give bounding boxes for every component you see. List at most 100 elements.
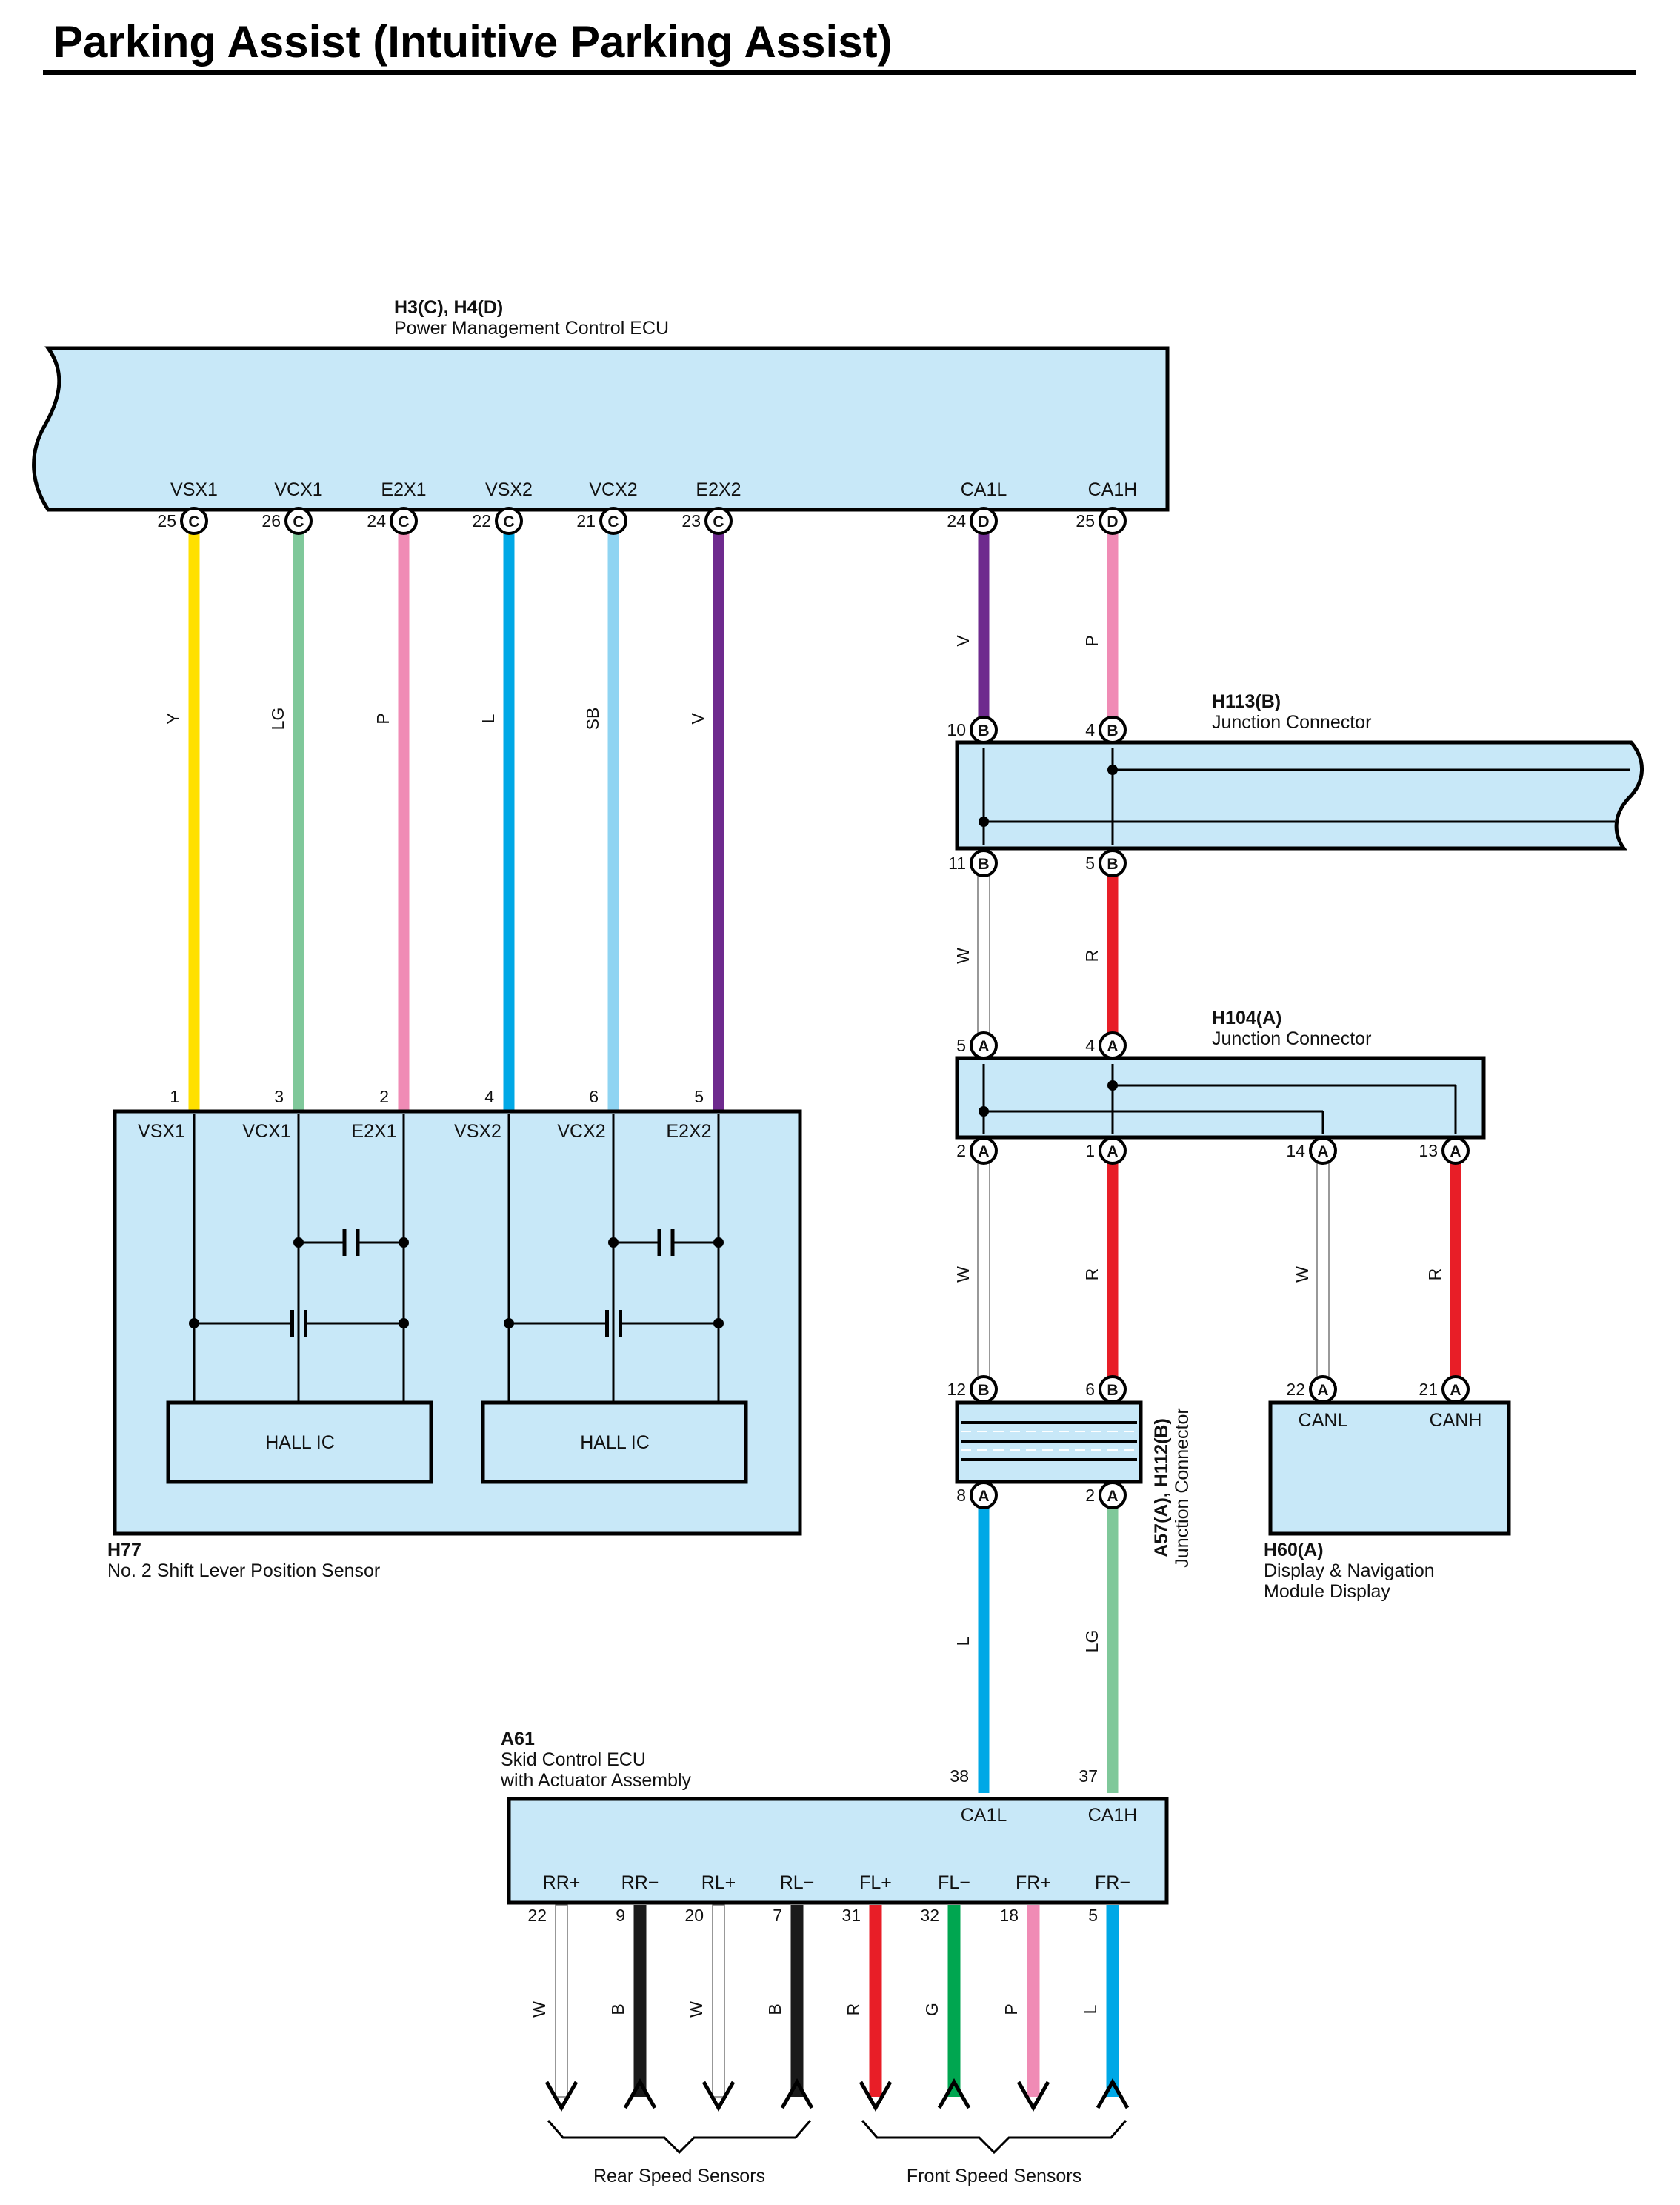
h113-bottom-pin-0-ring xyxy=(970,849,998,877)
h113-top-pin-1-ring xyxy=(1099,716,1127,744)
ecu-pin-VSX2-letter: C xyxy=(503,513,514,531)
skid-arrow-up-5 xyxy=(937,2078,971,2109)
a57-bottom-pin-0-ring xyxy=(970,1481,998,1509)
ecu-code: H3(C), H4(D) xyxy=(394,297,503,318)
skid-pin-label-5: FL− xyxy=(938,1872,970,1893)
sensor-b-node-3 xyxy=(504,1318,514,1328)
skid-top-num-0: 38 xyxy=(950,1766,969,1786)
ecu-pin-num-VCX1: 26 xyxy=(261,511,281,531)
skid-pin-label-2: RL+ xyxy=(701,1872,736,1893)
ecu-pin-num-VSX2: 22 xyxy=(472,511,491,531)
ecu-pin-label-VCX2: VCX2 xyxy=(589,479,637,500)
skid-arrow-down-0 xyxy=(544,2081,579,2112)
ecu-pin-CA1H-letter: D xyxy=(1107,513,1118,531)
h113-node-w xyxy=(979,817,989,827)
a57-bottom-num-0: 8 xyxy=(956,1486,966,1505)
skid-top-num-1: 37 xyxy=(1079,1766,1098,1786)
ecu-pin-label-CA1H: CA1H xyxy=(1088,479,1138,500)
hall-ic-2-label: HALL IC xyxy=(580,1432,650,1453)
h104-top-pin-1-letter: A xyxy=(1107,1038,1118,1055)
h104-body xyxy=(955,1056,1486,1140)
display-pin-num-1: 21 xyxy=(1419,1380,1438,1399)
h104-name: Junction Connector xyxy=(1212,1028,1371,1049)
skid-wire-code-2: W xyxy=(687,2001,706,2018)
skid-wire-code-4: R xyxy=(844,2003,863,2016)
h113-bottom-num-0: 11 xyxy=(948,854,966,873)
sensor-a-node-2 xyxy=(399,1237,409,1248)
h113-top-pin-0-letter: B xyxy=(978,722,989,739)
a57-wire-code-1: LG xyxy=(1082,1630,1101,1653)
h104-wire-code-1: R xyxy=(1082,1268,1101,1281)
wire-code-VCX1: LG xyxy=(268,708,287,731)
sensor-pin-num-1: 3 xyxy=(274,1087,284,1106)
h104-bottom-num-1: 1 xyxy=(1085,1141,1095,1160)
display-name-1: Display & Navigation xyxy=(1264,1560,1435,1581)
sensor-pin-num-5: 5 xyxy=(694,1087,704,1106)
wire-code-VSX2: L xyxy=(479,714,498,723)
h113-top-num-0: 10 xyxy=(947,720,966,739)
sensor-a-node-4 xyxy=(399,1318,409,1328)
h104-top-pin-1-ring xyxy=(1099,1031,1127,1060)
skid-arrow-down-4 xyxy=(859,2081,893,2112)
hall-ic-1-label: HALL IC xyxy=(265,1432,335,1453)
display-pin-1-letter: A xyxy=(1450,1382,1461,1399)
skid-pin-num-7: 5 xyxy=(1088,1906,1098,1925)
skid-code: A61 xyxy=(501,1729,535,1749)
skid-pin-label-6: FR+ xyxy=(1016,1872,1051,1893)
wire-code-CA1L: V xyxy=(953,635,973,647)
skid-wire-code-3: B xyxy=(765,2003,784,2015)
rear-speed-bracket xyxy=(547,2120,812,2155)
rear-speed-sensors-label: Rear Speed Sensors xyxy=(593,2166,765,2186)
skid-wire-code-7: L xyxy=(1081,2004,1100,2014)
h113-node-r xyxy=(1107,765,1118,775)
ecu-pin-label-VCX1: VCX1 xyxy=(274,479,322,500)
h104-bottom-pin-2-ring xyxy=(1309,1137,1337,1165)
display-pin-0-letter: A xyxy=(1317,1382,1328,1399)
skid-name-2: with Actuator Assembly xyxy=(500,1770,692,1791)
skid-pin-num-5: 32 xyxy=(920,1906,939,1925)
sensor-code: H77 xyxy=(107,1540,141,1560)
h104-bottom-pin-0-letter: A xyxy=(978,1143,989,1160)
h113-body xyxy=(955,740,1644,851)
h104-node-r xyxy=(1107,1080,1118,1091)
skid-pin-num-2: 20 xyxy=(684,1906,704,1925)
a57-top-pin-1-ring xyxy=(1099,1375,1127,1403)
page-title: Parking Assist (Intuitive Parking Assist… xyxy=(53,17,893,67)
skid-wire-code-1: B xyxy=(608,2003,627,2015)
h113-bottom-pin-0-letter: B xyxy=(978,856,989,873)
h104-bottom-pin-1-ring xyxy=(1099,1137,1127,1165)
skid-pin-num-4: 31 xyxy=(841,1906,861,1925)
display-pin-label-1: CANH xyxy=(1430,1410,1482,1431)
skid-arrow-down-2 xyxy=(701,2081,736,2112)
ecu-pin-E2X1-letter: C xyxy=(398,513,409,531)
a57-wire-code-0: L xyxy=(953,1636,973,1646)
ecu-pin-num-CA1H: 25 xyxy=(1076,511,1095,531)
h104-bottom-pin-0-ring xyxy=(970,1137,998,1165)
display-name-2: Module Display xyxy=(1264,1581,1390,1602)
sensor-pin-num-2: 2 xyxy=(379,1087,389,1106)
h104-out-wire-2 xyxy=(1316,1163,1330,1379)
sensor-pin-label-0: VSX1 xyxy=(138,1121,185,1142)
a57-top-num-1: 6 xyxy=(1085,1380,1095,1399)
skid-pin-num-6: 18 xyxy=(999,1906,1019,1925)
h113-top-num-1: 4 xyxy=(1085,720,1095,739)
h104-bottom-pin-1-letter: A xyxy=(1107,1143,1118,1160)
h104-node-w xyxy=(979,1106,989,1117)
h104-bottom-pin-3-letter: A xyxy=(1450,1143,1461,1160)
h104-code: H104(A) xyxy=(1212,1008,1281,1028)
a57-name: Junction Connector xyxy=(1172,1408,1193,1567)
h113-bottom-pin-1-ring xyxy=(1099,849,1127,877)
hall-ic-1-body xyxy=(166,1400,433,1484)
ecu-pin-num-VCX2: 21 xyxy=(576,511,596,531)
h104-top-num-1: 4 xyxy=(1085,1036,1095,1055)
a57-top-pin-1-letter: B xyxy=(1107,1382,1118,1399)
skid-wire-code-5: G xyxy=(922,2003,941,2016)
h113-bottom-pin-1-letter: B xyxy=(1107,856,1118,873)
skid-wire-code-6: P xyxy=(1001,2003,1021,2015)
h104-bottom-pin-3-ring xyxy=(1441,1137,1470,1165)
ecu-name: Power Management Control ECU xyxy=(394,318,669,339)
a57-bottom-pin-1-ring xyxy=(1099,1481,1127,1509)
display-pin-num-0: 22 xyxy=(1286,1380,1305,1399)
h104-wire-code-3: R xyxy=(1425,1268,1444,1281)
skid-arrow-up-1 xyxy=(623,2078,657,2109)
